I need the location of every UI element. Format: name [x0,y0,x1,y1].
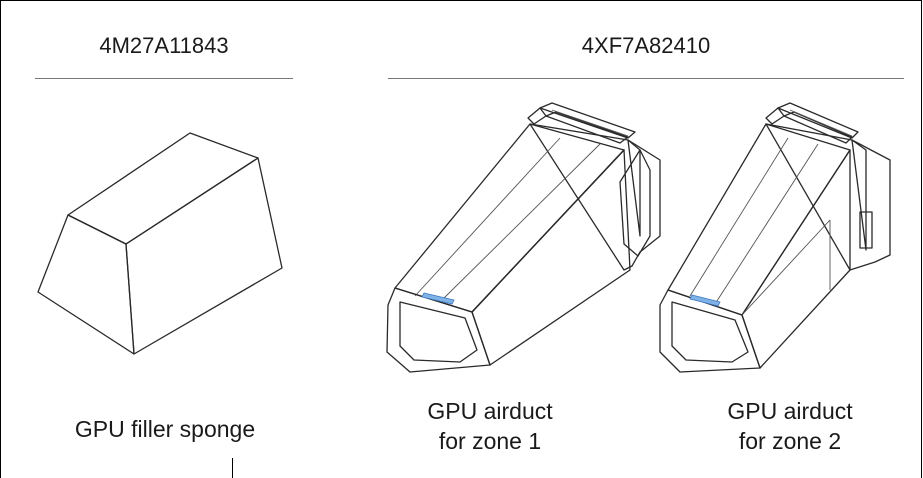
caption-sponge: GPU filler sponge [30,414,300,444]
caption-sponge-line-1: GPU filler sponge [74,416,256,442]
caption-airduct-zone1-line-1: GPU airduct [427,398,553,424]
caption-airduct-zone2-line-1: GPU airduct [727,398,853,424]
divider-airduct [388,78,904,79]
part-number-sponge: 4M27A11843 [99,33,229,58]
frame-border-left [0,0,1,478]
airduct-zone2-icon [659,102,891,373]
caption-airduct-zone1: GPU airduct for zone 1 [390,396,590,456]
divider-sponge [35,78,293,79]
caption-airduct-zone1-line-2: for zone 1 [438,428,542,454]
frame-tick [232,458,233,478]
sponge-icon [37,132,283,355]
caption-airduct-zone2-line-2: for zone 2 [738,428,842,454]
frame-border-right [921,0,922,478]
part-number-airduct: 4XF7A82410 [581,33,711,58]
frame-border-top [0,0,921,1]
caption-airduct-zone2: GPU airduct for zone 2 [690,396,890,456]
airduct-zone1-icon [386,102,661,373]
